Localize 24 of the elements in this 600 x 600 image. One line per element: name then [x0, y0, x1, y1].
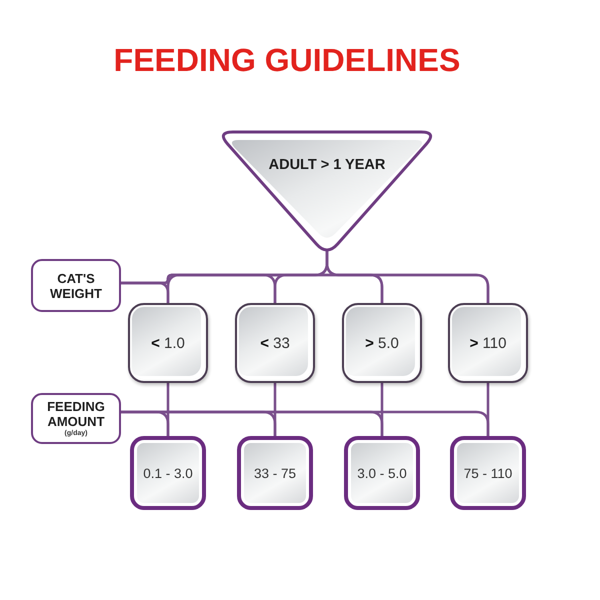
- weight-tile: [342, 303, 422, 383]
- connector-line: [120, 410, 490, 438]
- amount-tile: [344, 436, 420, 510]
- weight-tile: [448, 303, 528, 383]
- value-text: < 33: [260, 334, 290, 352]
- label-box: [31, 393, 121, 444]
- label-box: [31, 259, 121, 312]
- value-text: > 5.0: [365, 334, 399, 352]
- amount-tile: [450, 436, 526, 510]
- value-text: 75 - 110: [464, 466, 512, 480]
- heading-text: ADULT > 1 YEAR: [268, 156, 386, 174]
- amount-tile: [237, 436, 313, 510]
- weight-tile: [235, 303, 315, 383]
- amount-tile: [130, 436, 206, 510]
- row-label-text: CAT'S WEIGHT: [49, 270, 103, 300]
- value-text: < 1.0: [151, 334, 185, 352]
- connector-line: [120, 274, 490, 304]
- value-text: 33 - 75: [254, 466, 296, 480]
- value-text: 0.1 - 3.0: [143, 466, 193, 480]
- row-label-text: FEEDING AMOUNT: [46, 399, 106, 429]
- title: FEEDING GUIDELINES: [114, 41, 460, 79]
- value-text: > 110: [470, 334, 506, 352]
- value-text: 3.0 - 5.0: [357, 466, 407, 480]
- weight-tile: [128, 303, 208, 383]
